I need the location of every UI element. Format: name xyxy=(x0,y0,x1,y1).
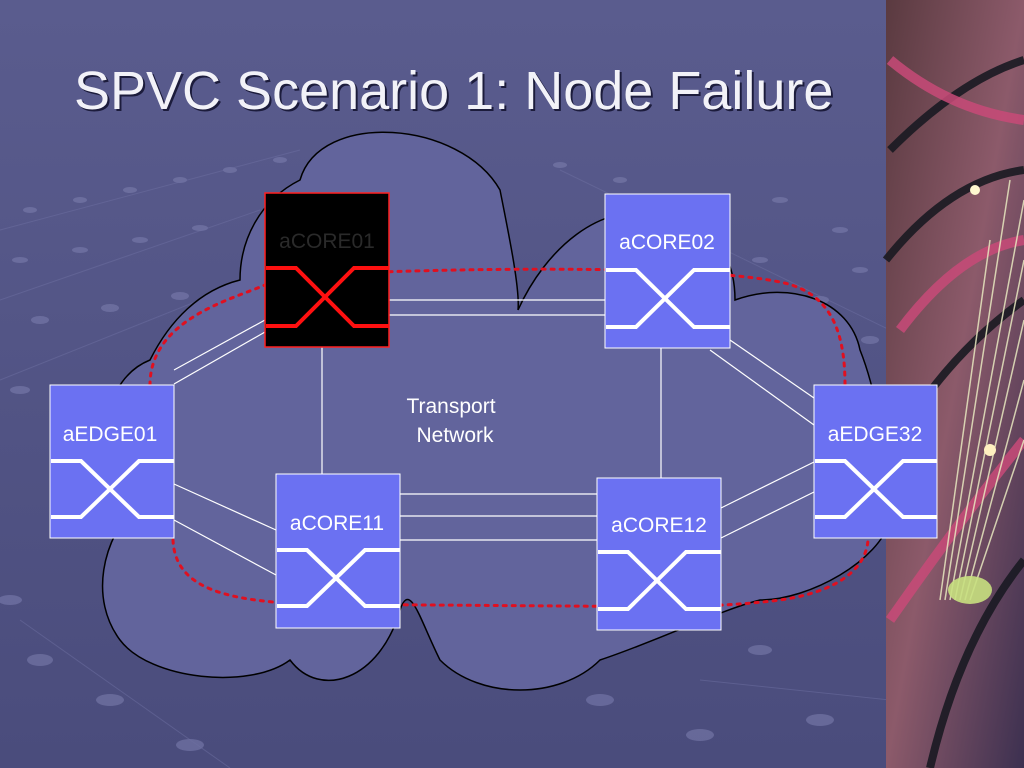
node-acore11[interactable]: aCORE11 xyxy=(275,473,401,629)
node-aedge01[interactable]: aEDGE01 xyxy=(49,384,175,539)
node-aedge32-label: aEDGE32 xyxy=(828,423,923,446)
node-acore11-label: aCORE11 xyxy=(290,512,384,535)
background-dot-grid xyxy=(0,157,879,751)
crossconnect-icon xyxy=(51,459,174,519)
node-acore01-failed[interactable]: aCORE01 xyxy=(264,192,390,348)
node-aedge01-label: aEDGE01 xyxy=(63,423,158,446)
crossconnect-icon xyxy=(606,268,730,329)
crossconnect-icon xyxy=(598,550,721,611)
node-acore12[interactable]: aCORE12 xyxy=(596,477,722,631)
node-acore02[interactable]: aCORE02 xyxy=(604,193,731,349)
node-acore01-label: aCORE01 xyxy=(279,230,375,253)
crossconnect-icon xyxy=(266,266,389,328)
node-aedge32[interactable]: aEDGE32 xyxy=(813,384,938,539)
transport-network-label-line1: Transport xyxy=(406,395,495,418)
crossconnect-icon xyxy=(277,548,400,608)
fiber-optic-image xyxy=(882,0,1024,768)
transport-network-label-line2: Network xyxy=(416,424,494,447)
crossconnect-icon xyxy=(815,459,937,519)
node-acore12-label: aCORE12 xyxy=(611,514,707,537)
network-links xyxy=(173,299,815,576)
node-acore02-label: aCORE02 xyxy=(619,231,715,254)
slide-title: SPVC Scenario 1: Node Failure xyxy=(74,61,834,121)
